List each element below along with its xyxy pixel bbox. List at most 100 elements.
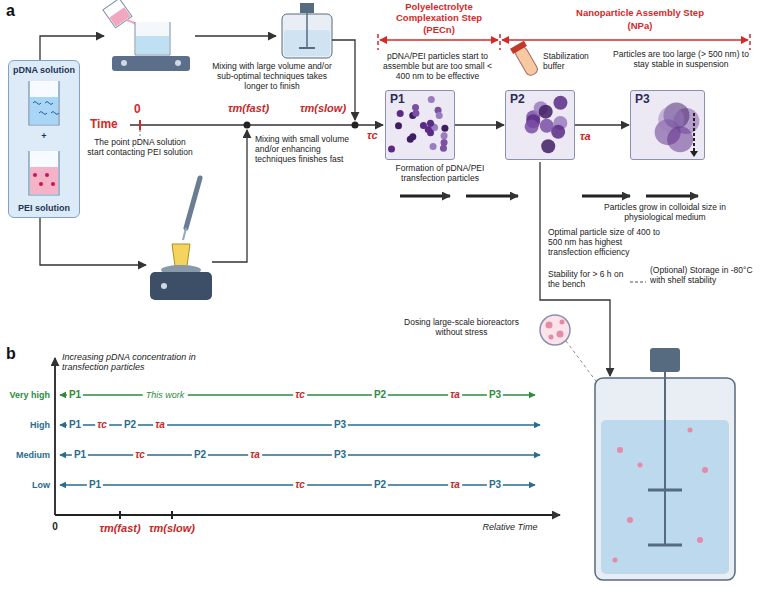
phase-label: P2 xyxy=(192,449,208,461)
particle xyxy=(427,120,434,127)
growth-arrows xyxy=(400,195,698,198)
phase-label: P3 xyxy=(487,479,503,491)
settling-arrow xyxy=(693,113,695,153)
phase-rows xyxy=(60,395,540,485)
time-point: τa xyxy=(580,130,591,143)
phase-label: P1 xyxy=(72,449,88,461)
leader-line xyxy=(630,282,646,283)
timeline xyxy=(130,120,383,136)
time-point: τa xyxy=(448,389,462,401)
particle xyxy=(441,125,448,132)
phase-label: P3 xyxy=(332,419,348,431)
axis-tick-label: 0 xyxy=(52,521,58,533)
axis-title: Increasing pDNA concentration in transfe… xyxy=(62,352,222,373)
particle-box: P1 xyxy=(385,90,455,160)
phase-label: P3 xyxy=(487,389,503,401)
time-point: τc xyxy=(293,389,307,401)
time-point: τm(slow) xyxy=(300,102,346,115)
phase-label: P2 xyxy=(372,389,388,401)
phase-label: P1 xyxy=(67,419,83,431)
note-text: pDNA/PEI particles start to assemble but… xyxy=(375,52,500,81)
row-label: High xyxy=(30,420,50,430)
particle xyxy=(430,143,437,150)
step-header: Polyelectrolyte Complexation Step xyxy=(374,2,504,24)
particle xyxy=(540,119,554,133)
flow-line xyxy=(540,162,610,376)
note-text: Particles grow in colloidal size in phys… xyxy=(600,203,730,223)
phase-label: P1 xyxy=(87,479,103,491)
phase-label: P2 xyxy=(122,419,138,431)
note-text: Formation of pDNA/PEI transfection parti… xyxy=(385,164,495,184)
time-point: τc xyxy=(367,129,378,142)
step-header: (NPa) xyxy=(550,21,730,32)
note-text: (Optional) Storage in -80°C with shelf s… xyxy=(650,266,762,286)
step-bracket xyxy=(378,34,750,50)
note-text: Stability for > 6 h on the bench xyxy=(548,270,628,290)
panel-letter: b xyxy=(6,345,16,363)
particle xyxy=(395,122,402,129)
mixing-tank xyxy=(282,3,332,58)
particle xyxy=(440,145,447,152)
particle xyxy=(428,96,435,103)
flow-arrow xyxy=(575,124,629,126)
particle xyxy=(436,112,443,119)
step-header: Nanoparticle Assembly Step xyxy=(550,8,730,19)
flow-line xyxy=(212,130,247,262)
time-label: Time xyxy=(90,118,118,132)
particle xyxy=(409,133,416,140)
source-box: pDNA solution+PEI solution xyxy=(8,60,80,218)
phase-line xyxy=(60,454,540,456)
time-point: τm(slow) xyxy=(149,522,195,535)
note-text: Dosing large-scale bioreactors without s… xyxy=(395,318,528,338)
step-header: (PECn) xyxy=(374,25,504,36)
panel-letter: a xyxy=(6,2,15,20)
particle xyxy=(412,104,419,111)
note-text: Mixing with large volume and/or sub-opti… xyxy=(212,62,332,91)
particle xyxy=(397,110,404,117)
particle xyxy=(539,105,553,119)
time-label: 0 xyxy=(134,103,141,117)
solution-label: pDNA solution xyxy=(9,65,79,75)
phase-label: P3 xyxy=(332,449,348,461)
flow-line xyxy=(195,35,276,36)
note-text: Stabilization buffer xyxy=(543,52,608,72)
time-point: τc xyxy=(133,449,147,461)
note-text: Mixing with small volume and/or enhancin… xyxy=(255,135,363,164)
row-label: Low xyxy=(32,480,50,490)
particle-box: P3 xyxy=(630,90,705,160)
note-text: The point pDNA solution start contacting… xyxy=(85,138,195,158)
flow-line xyxy=(40,36,104,60)
flow-arrow xyxy=(455,124,504,126)
particle xyxy=(388,145,395,152)
particle xyxy=(667,126,693,152)
phase-label: P2 xyxy=(372,479,388,491)
flow-line xyxy=(40,218,146,265)
beaker xyxy=(29,81,59,125)
axis-title: Relative Time xyxy=(483,522,538,532)
settling-arrow xyxy=(690,151,698,157)
stage-label: P3 xyxy=(635,93,650,107)
time-point: τa xyxy=(153,419,167,431)
particle xyxy=(420,122,427,129)
row-label: Very high xyxy=(9,390,50,400)
chart-axes xyxy=(55,358,560,519)
time-point: τm(fast) xyxy=(228,102,269,115)
time-point: τm(fast) xyxy=(99,522,140,535)
particle-box: P2 xyxy=(505,90,575,160)
note-text: Particles are too large (> 500 nm) to st… xyxy=(612,50,750,70)
stage-label: P1 xyxy=(390,93,405,107)
time-point: τc xyxy=(293,479,307,491)
time-point: τa xyxy=(248,449,262,461)
particle xyxy=(441,132,448,139)
note-text: Optimal particle size of 400 to 500 nm h… xyxy=(548,228,668,257)
bioreactor xyxy=(595,348,735,580)
buffer-tube xyxy=(510,41,541,78)
beaker xyxy=(29,151,59,195)
phase-label: P1 xyxy=(67,389,83,401)
time-point: τa xyxy=(448,479,462,491)
solution-label: PEI solution xyxy=(9,203,79,213)
particle xyxy=(525,120,539,134)
time-point: τc xyxy=(95,419,109,431)
